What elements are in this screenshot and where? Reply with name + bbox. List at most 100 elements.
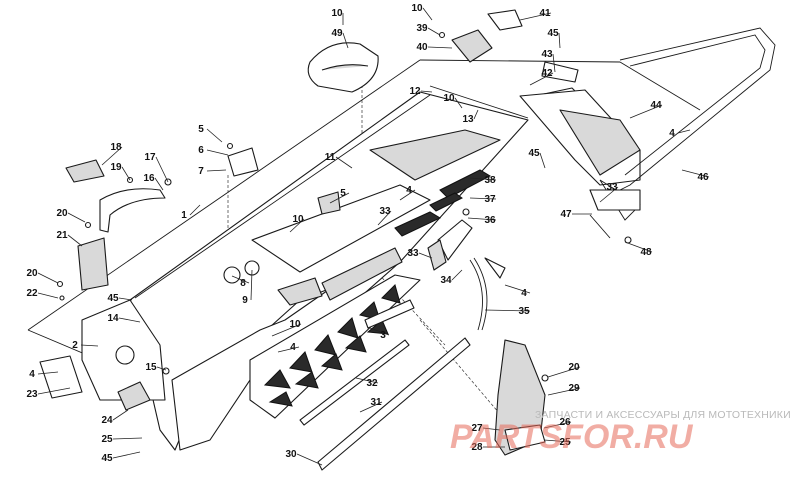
callout-c23: 23 <box>26 389 38 400</box>
leader-line-c10c <box>454 97 463 109</box>
callout-c4d: 4 <box>521 288 527 299</box>
callout-c20a: 20 <box>56 208 68 219</box>
leader-line-c18 <box>101 146 123 166</box>
leader-line-c49 <box>342 32 349 49</box>
callout-c47: 47 <box>560 209 572 220</box>
callout-c37: 37 <box>484 194 496 205</box>
callout-c45c: 45 <box>107 293 119 304</box>
leader-line-c4a <box>37 371 59 375</box>
leader-line-c33b <box>418 252 433 259</box>
callout-c18: 18 <box>110 142 122 153</box>
callout-c8: 8 <box>240 278 246 289</box>
leader-line-c11 <box>335 156 353 169</box>
callout-c20b: 20 <box>26 268 38 279</box>
leader-line-c26 <box>543 421 572 429</box>
callout-c43: 43 <box>541 49 553 60</box>
callout-c34: 34 <box>440 275 452 286</box>
leader-line-c10b <box>422 7 433 21</box>
leader-line-c4b <box>277 346 300 353</box>
front-left-parts <box>39 355 83 399</box>
callout-c27: 27 <box>471 423 483 434</box>
callout-c22: 22 <box>26 288 38 299</box>
leader-line-c42 <box>529 72 554 86</box>
callout-c21: 21 <box>56 230 68 241</box>
upper-bracket <box>451 9 523 63</box>
callout-c44: 44 <box>650 100 662 111</box>
leader-line-c32 <box>355 377 379 384</box>
leader-line-c14 <box>118 317 141 323</box>
callout-c14: 14 <box>107 313 119 324</box>
callout-c4e: 4 <box>669 128 675 139</box>
leader-line-c24 <box>112 409 129 421</box>
callout-c45d: 45 <box>101 453 113 464</box>
leader-line-c8 <box>231 275 250 284</box>
leader-line-c48 <box>624 241 653 253</box>
callout-c42: 42 <box>541 68 553 79</box>
leader-line-c45a <box>558 32 561 49</box>
leader-line-c30 <box>296 453 323 466</box>
leader-line-c27 <box>482 427 501 431</box>
leader-line-c19 <box>121 166 131 181</box>
leader-line-c36 <box>467 217 497 221</box>
leader-line-c29 <box>547 387 581 396</box>
leader-line-c20c <box>547 366 581 378</box>
leader-line-c37 <box>469 197 497 200</box>
callout-c12: 12 <box>409 86 421 97</box>
rear-bumper-assembly <box>519 27 776 239</box>
leader-line-c39 <box>427 27 441 36</box>
callout-c39: 39 <box>416 23 428 34</box>
callout-c20c: 20 <box>568 362 580 373</box>
callout-c9: 9 <box>242 295 248 306</box>
callout-c10b: 10 <box>411 3 423 14</box>
callout-c45a: 45 <box>547 28 559 39</box>
callout-c7: 7 <box>198 166 204 177</box>
callout-c16: 16 <box>143 173 155 184</box>
leader-line-c13 <box>473 109 479 120</box>
callout-c38: 38 <box>484 175 496 186</box>
callout-c2: 2 <box>72 340 78 351</box>
callout-c46: 46 <box>697 172 709 183</box>
callout-c48: 48 <box>640 247 652 258</box>
leader-line-c33c <box>599 186 619 203</box>
callout-c10e: 10 <box>289 319 301 330</box>
callout-c31: 31 <box>370 397 382 408</box>
leader-line-c33a <box>377 210 392 226</box>
leader-line-c4d <box>504 284 531 294</box>
left-brackets <box>65 147 259 291</box>
callout-c29: 29 <box>568 383 580 394</box>
callout-c25b: 25 <box>559 437 571 448</box>
leader-line-c1 <box>189 204 201 216</box>
callout-c49: 49 <box>331 28 343 39</box>
leader-line-c4c <box>399 189 416 201</box>
callout-c5a: 5 <box>198 124 204 135</box>
leader-line-c34 <box>451 269 463 281</box>
leader-line-c38 <box>469 177 497 181</box>
callout-c40: 40 <box>416 42 428 53</box>
leader-line-c20a <box>67 212 86 223</box>
footrest-assembly <box>117 339 546 456</box>
leader-line-c2 <box>80 344 99 347</box>
leader-line-c3 <box>369 327 390 336</box>
rods-and-cables <box>299 257 506 471</box>
callout-c13: 13 <box>462 114 474 125</box>
leader-line-c46 <box>681 169 710 178</box>
callout-c4b: 4 <box>290 342 296 353</box>
callout-c11: 11 <box>325 152 336 163</box>
leader-line-c5b <box>329 192 350 204</box>
leader-line-c23 <box>37 387 71 395</box>
watermark: ЗАПЧАСТИ И АКСЕССУАРЫ ДЛЯ МОТОТЕХНИКИ PA… <box>450 409 791 456</box>
callout-c32: 32 <box>366 378 378 389</box>
leader-line-c4e <box>677 129 691 134</box>
callout-c30: 30 <box>285 449 297 460</box>
callout-c25a: 25 <box>101 434 113 445</box>
leader-line-c40 <box>427 46 453 49</box>
callout-c33b: 33 <box>407 248 419 259</box>
watermark-logo: PARTSFOR.RU <box>450 418 694 456</box>
callout-c28: 28 <box>471 442 483 453</box>
callout-c36: 36 <box>484 215 496 226</box>
leader-line-c6 <box>206 149 229 156</box>
leader-line-c35 <box>484 309 531 312</box>
callout-c10a: 10 <box>331 8 343 19</box>
